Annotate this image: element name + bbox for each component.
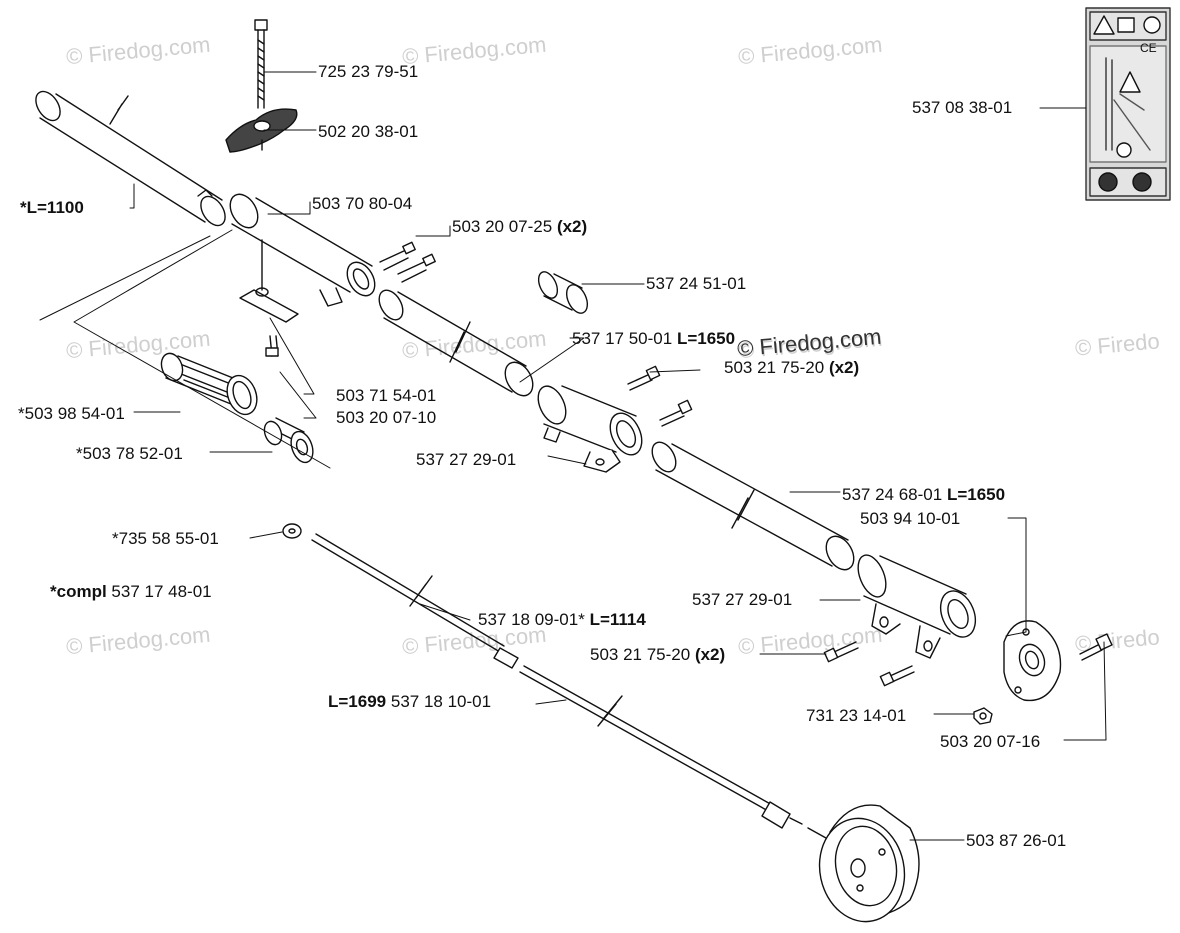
label-503-21-75-20-lower: 503 21 75-20 (x2) <box>590 645 726 664</box>
label-l-1100: *L=1100 <box>20 198 84 217</box>
label-502-20-38-01: 502 20 38-01 <box>318 122 419 141</box>
sleeve-537-24-51-01 <box>537 271 589 314</box>
leader-lines <box>129 71 1107 841</box>
label-725-23-79-51: 725 23 79-51 <box>318 62 419 81</box>
label-537-24-51-01: 537 24 51-01 <box>646 274 747 293</box>
clutch-drum-503-87-26-01 <box>807 804 920 923</box>
ce-mark: CE <box>1140 41 1157 55</box>
tube-537-24-68-01 <box>651 441 855 571</box>
label-537-18-10-01: L=1699 537 18 10-01 <box>328 692 492 711</box>
label-503-98-54-01: *503 98 54-01 <box>18 404 125 423</box>
label-731-23-14-01: 731 23 14-01 <box>806 706 907 725</box>
label-735-58-55-01: *735 58 55-01 <box>112 529 219 548</box>
screws-503-20-07-25 <box>379 241 436 283</box>
clamp-503-70-80-04 <box>229 193 376 323</box>
washer-735-58-55-01 <box>282 523 302 539</box>
screw-503-20-07-10 <box>265 335 279 357</box>
screws-503-21-75-20-lower <box>823 641 915 687</box>
clamp-537-27-29-01-lower <box>857 554 977 659</box>
nut-503-78-52-01 <box>263 417 314 464</box>
label-503-71-54-01: 503 71 54-01 <box>336 386 437 405</box>
filter-503-98-54-01 <box>160 352 258 416</box>
label-537-18-09-01: 537 18 09-01* L=1114 <box>478 610 646 629</box>
bolt-725-23-79-51 <box>254 19 268 109</box>
nut-731-23-14-01 <box>973 707 993 725</box>
tube-537-17-50-01 <box>378 289 534 397</box>
label-537-08-38-01: 537 08 38-01 <box>912 98 1013 117</box>
label-503-21-75-20-upper: 503 21 75-20 (x2) <box>724 358 860 377</box>
flange-503-94-10-01 <box>1003 620 1062 702</box>
warning-decal <box>1085 7 1171 201</box>
label-503-70-80-04: 503 70 80-04 <box>312 194 413 213</box>
label-503-87-26-01: 503 87 26-01 <box>966 831 1067 850</box>
label-503-20-07-16: 503 20 07-16 <box>940 732 1041 751</box>
clamp-537-27-29-01-upper <box>537 385 643 473</box>
drive-shaft-537-18-10-01 <box>519 665 803 829</box>
drive-shaft-537-18-09-01 <box>311 533 519 669</box>
screw-503-20-07-16 <box>1079 633 1113 661</box>
label-503-78-52-01: *503 78 52-01 <box>76 444 183 463</box>
label-537-24-68-01: 537 24 68-01 L=1650 <box>842 485 1006 504</box>
screws-503-21-75-20-upper <box>627 365 693 427</box>
label-compl-537-17-48-01: *compl 537 17 48-01 <box>50 582 212 601</box>
knob-502-20-38-01 <box>225 108 298 153</box>
label-537-27-29-01-upper: 537 27 29-01 <box>416 450 517 469</box>
label-503-94-10-01: 503 94 10-01 <box>860 509 961 528</box>
label-537-17-50-01: 537 17 50-01 L=1650 <box>572 329 736 348</box>
label-503-20-07-25: 503 20 07-25 (x2) <box>452 217 588 236</box>
label-503-20-07-10: 503 20 07-10 <box>336 408 437 427</box>
upper-shaft-tube <box>35 90 226 227</box>
label-537-27-29-01-lower: 537 27 29-01 <box>692 590 793 609</box>
